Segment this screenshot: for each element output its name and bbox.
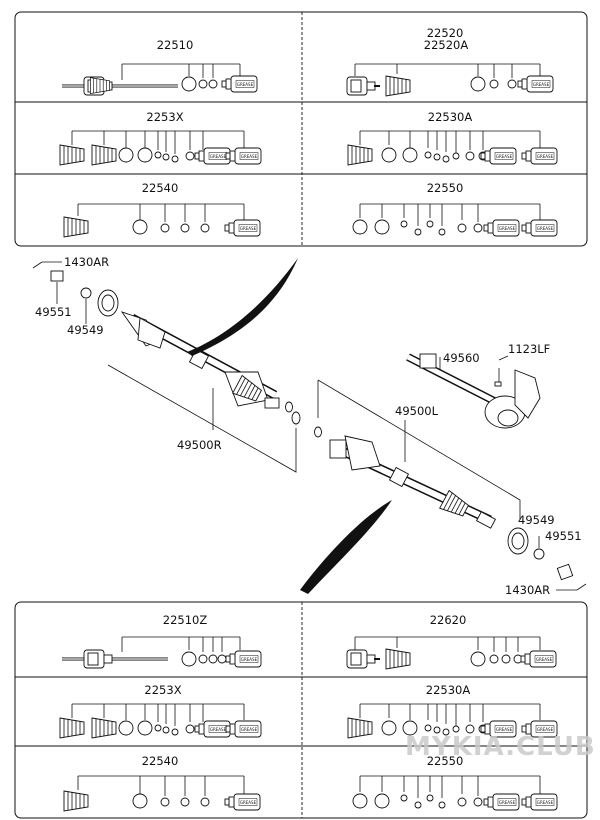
kit-table-bottom: 22510Z 22620 xyxy=(14,601,588,819)
kit-bottom-ml[interactable]: 2253X xyxy=(59,683,262,739)
kit-label: 2253X xyxy=(146,110,183,124)
callout-1430ar-left[interactable]: 1430AR xyxy=(505,583,550,597)
kit-bottom-tl[interactable]: 22510Z xyxy=(62,613,262,669)
kit-top-br[interactable]: 22550 xyxy=(352,181,558,237)
kit-label: 22540 xyxy=(142,181,179,195)
kit-bottom-tr[interactable]: 22620 xyxy=(346,613,557,670)
inner-shaft-49560[interactable] xyxy=(406,353,541,429)
callout-49500l[interactable]: 49500L xyxy=(395,404,439,418)
kit-top-bl[interactable]: 22540 xyxy=(63,181,261,238)
callout-1430ar-right[interactable]: 1430AR xyxy=(32,255,109,269)
kit-label: 2253X xyxy=(144,683,181,697)
shaft-49500l[interactable] xyxy=(329,435,497,529)
exploded-view: 1430AR 49551 49549 49500R xyxy=(32,255,587,597)
kit-label: 22530A xyxy=(428,110,473,124)
kit-label: 22550 xyxy=(427,181,464,195)
svg-text:1430AR: 1430AR xyxy=(64,255,109,269)
kit-top-ml[interactable]: 2253X xyxy=(59,110,262,166)
kit-label: 22540 xyxy=(142,754,179,768)
callout-49500r[interactable]: 49500R xyxy=(177,438,222,452)
grease-tube-icon xyxy=(221,75,258,93)
clamp-icon xyxy=(198,79,208,89)
shaft-icon xyxy=(62,76,178,96)
kit-label: 22530A xyxy=(426,683,471,697)
callout-49551-left[interactable]: 49551 xyxy=(545,529,582,543)
kit-label: 22620 xyxy=(430,613,467,627)
kit-top-mr[interactable]: 22530A xyxy=(347,110,558,166)
kit-label: 22550 xyxy=(427,754,464,768)
shaft-49500r[interactable] xyxy=(120,311,280,409)
kit-label: 22510Z xyxy=(163,613,208,627)
ring-icon xyxy=(181,76,197,92)
watermark: MYKIA.CLUB xyxy=(405,732,596,762)
kit-top-tr[interactable]: 22520 22520A xyxy=(346,26,554,97)
kit-label: 22520A xyxy=(424,38,469,52)
kit-label: 22510 xyxy=(157,38,194,52)
kit-bottom-br[interactable]: 22550 xyxy=(352,754,558,811)
callout-49549-left[interactable]: 49549 xyxy=(518,513,555,527)
orientation-arrow xyxy=(300,500,392,594)
kit-bottom-bl[interactable]: 22540 xyxy=(63,754,261,812)
nut-icon xyxy=(50,270,64,282)
callout-49549-right[interactable]: 49549 xyxy=(67,323,104,337)
callout-49560[interactable]: 49560 xyxy=(443,351,480,365)
orientation-arrow xyxy=(187,258,298,356)
kit-top-tl[interactable]: 22510 xyxy=(62,38,258,96)
kit-table-top: 22510 22520 22520A xyxy=(14,11,588,247)
joint-icon xyxy=(346,76,376,96)
kit-label: 22520 xyxy=(427,26,464,40)
callout-49551-right[interactable]: 49551 xyxy=(35,305,72,319)
kit-bottom-mr[interactable]: 22530A xyxy=(347,683,558,739)
callout-1123lf[interactable]: 1123LF xyxy=(508,342,550,356)
boot-icon xyxy=(385,75,411,97)
